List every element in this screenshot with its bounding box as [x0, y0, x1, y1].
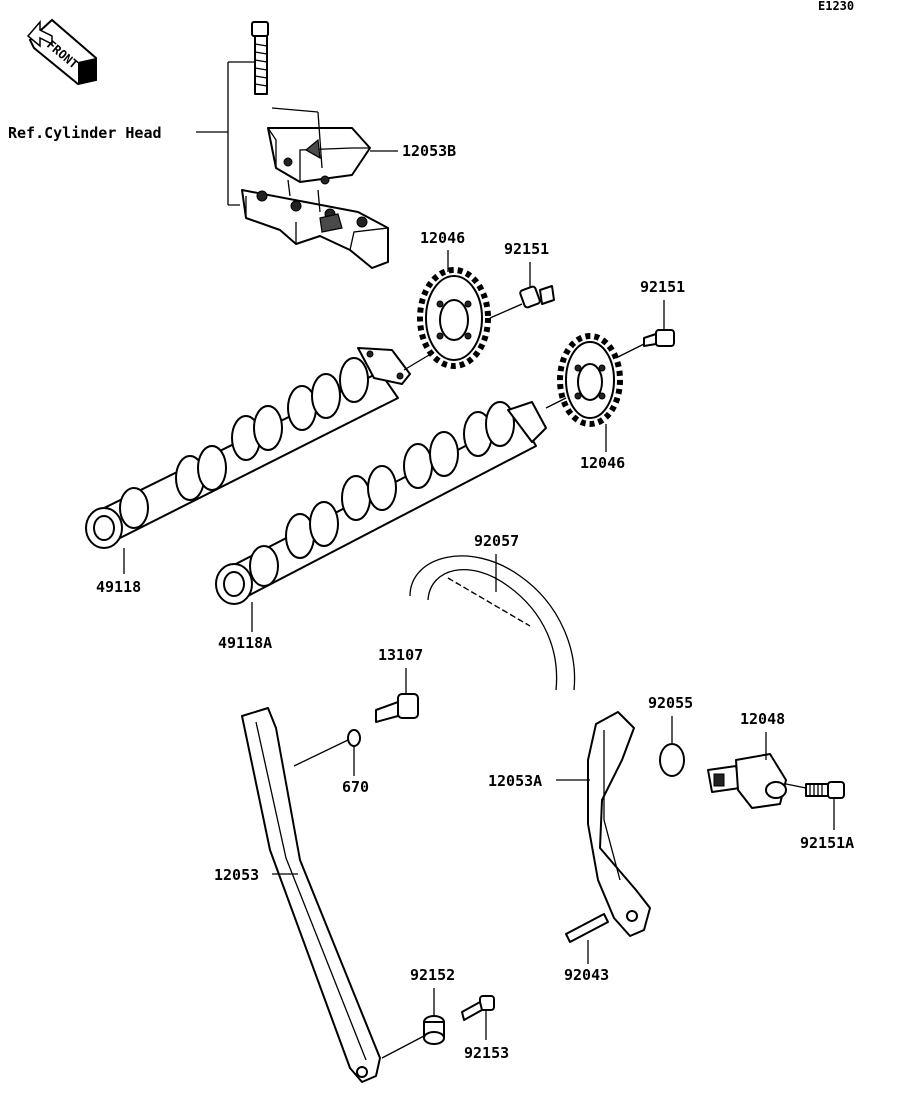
label-92057: 92057: [474, 532, 519, 550]
tensioner-12048: [707, 753, 807, 809]
front-arrow-badge: FRONT: [26, 18, 97, 86]
leader-92151-right: [615, 300, 665, 359]
label-92151-right: 92151: [640, 278, 685, 296]
label-12046-upper: 12046: [420, 229, 465, 247]
label-49118a: 49118A: [218, 634, 272, 652]
ref-cylinder-head-label: Ref.Cylinder Head: [8, 124, 162, 142]
bolt-13107: [375, 693, 419, 723]
chain-guide-12053a: [587, 711, 651, 937]
leader-92152: [381, 988, 435, 1059]
leader-670: [293, 739, 355, 776]
label-92152: 92152: [410, 966, 455, 984]
collar-92152: [423, 1015, 445, 1045]
diagram-code: E1230: [818, 0, 854, 13]
label-49118: 49118: [96, 578, 141, 596]
pin-92043: [565, 913, 609, 943]
cam-cap-lower: [241, 179, 389, 269]
o-ring-92055: [659, 743, 685, 777]
head-bolt: [251, 21, 269, 95]
label-12048: 12048: [740, 710, 785, 728]
label-13107: 13107: [378, 646, 423, 664]
sprocket-upper: [417, 267, 491, 369]
label-92043: 92043: [564, 966, 609, 984]
bolt-92151-upper: [519, 285, 555, 309]
leader-92151-upper: [489, 262, 531, 319]
label-92055: 92055: [648, 694, 693, 712]
timing-chain: [409, 555, 576, 691]
bolt-92153: [461, 995, 495, 1021]
label-12053b: 12053B: [402, 142, 456, 160]
label-92151-upper: 92151: [504, 240, 549, 258]
chain-guide-12053: [241, 707, 381, 1083]
cam-cap-upper: [267, 107, 371, 185]
camshaft-right: [215, 397, 567, 605]
bolt-92151-right: [643, 329, 675, 347]
ref-bracket-lines: [196, 61, 262, 206]
label-92151a: 92151A: [800, 834, 854, 852]
camshaft-left: [85, 347, 435, 549]
label-670: 670: [342, 778, 369, 796]
label-12053: 12053: [214, 866, 259, 884]
label-12053a: 12053A: [488, 772, 542, 790]
sprocket-right: [557, 333, 623, 427]
label-92153: 92153: [464, 1044, 509, 1062]
label-12046-right: 12046: [580, 454, 625, 472]
bolt-92151a: [805, 781, 845, 799]
o-ring-670: [347, 729, 361, 747]
